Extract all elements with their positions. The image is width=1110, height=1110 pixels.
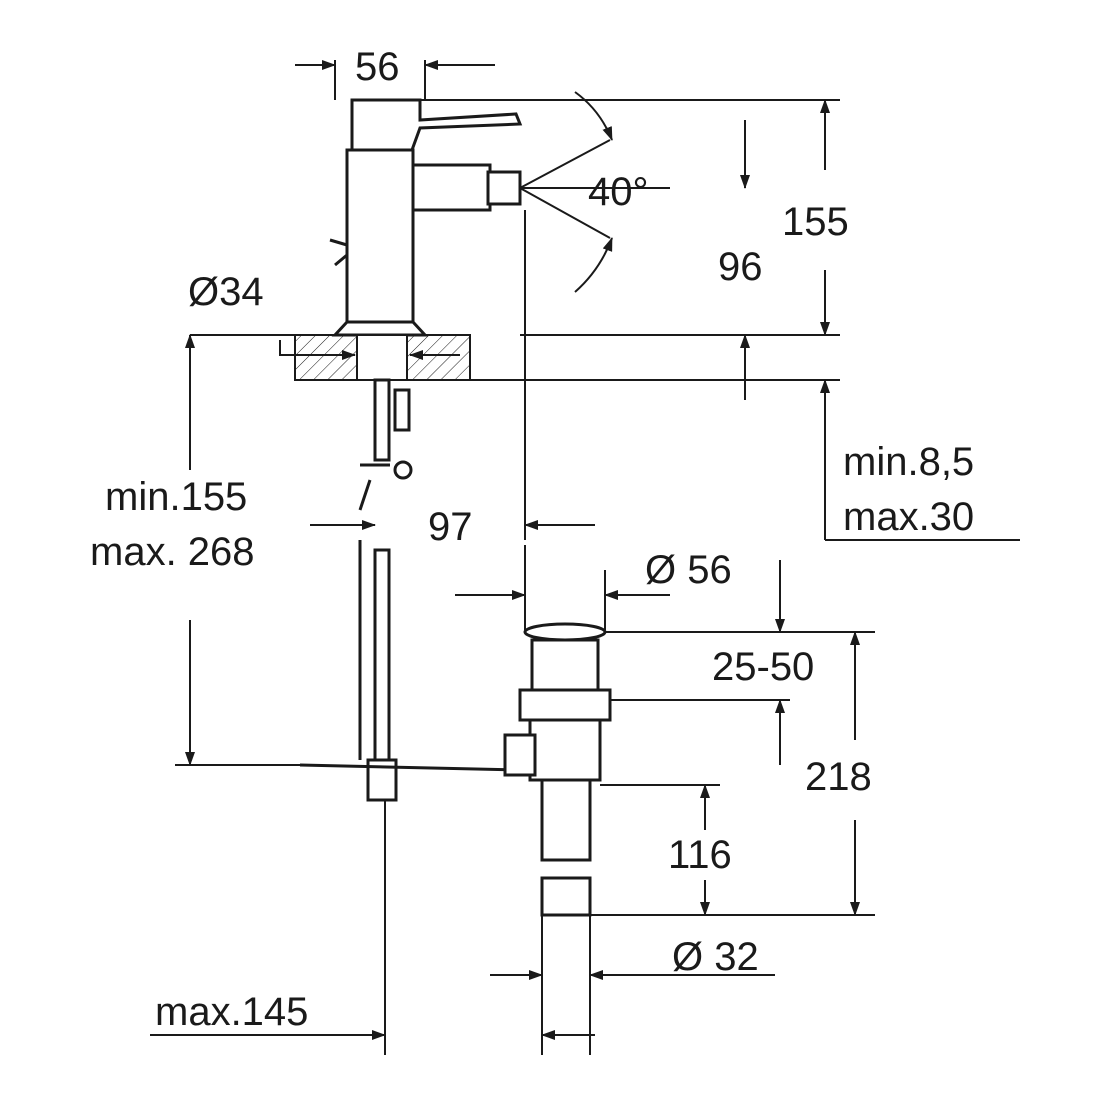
waste-adjust-label: 25-50 <box>712 645 814 689</box>
hose-length-min-label: min.155 <box>105 475 247 519</box>
dimension-lines <box>150 60 1020 1055</box>
total-height-label: 155 <box>782 200 849 244</box>
tail-length-label: 116 <box>668 833 732 877</box>
supply-hose <box>299 378 521 802</box>
spout-height-label: 96 <box>718 245 763 289</box>
countertop <box>294 334 471 381</box>
tail-diameter-label: Ø 32 <box>672 935 759 979</box>
body-width-label: 56 <box>355 45 400 89</box>
waste-diameter-label: Ø 56 <box>645 548 732 592</box>
waste-fitting <box>503 622 612 1055</box>
spray-angle-label: 40° <box>588 170 649 214</box>
hose-length-max-label: max. 268 <box>90 530 255 574</box>
spout-reach-label: 97 <box>428 505 473 549</box>
countertop-min-label: min.8,5 <box>843 440 974 484</box>
rod-offset-label: max.145 <box>155 990 308 1034</box>
countertop-max-label: max.30 <box>843 495 974 539</box>
faucet-body <box>329 98 670 337</box>
waste-height-label: 218 <box>805 755 872 799</box>
hole-diameter-label: Ø34 <box>188 270 264 314</box>
